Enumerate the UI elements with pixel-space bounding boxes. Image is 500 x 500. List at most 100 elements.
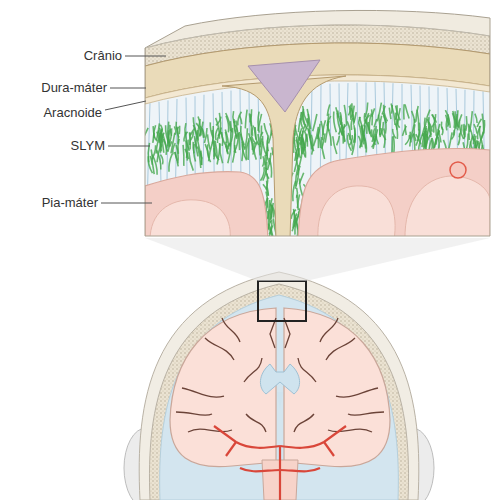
sulcus [188, 429, 232, 432]
fiber [245, 128, 247, 148]
fiber [263, 156, 264, 167]
fiber [353, 125, 355, 143]
meninges-block [144, 20, 490, 246]
fiber [403, 104, 405, 119]
fiber [337, 136, 340, 145]
fiber [200, 151, 202, 165]
fiber [424, 131, 426, 148]
fiber [405, 104, 409, 118]
fiber [384, 129, 385, 148]
fiber [479, 126, 481, 141]
fiber [254, 143, 256, 160]
meninges-block [145, 20, 490, 240]
fiber [313, 114, 317, 131]
leader-lines [110, 88, 146, 89]
fiber [448, 114, 449, 126]
leader-lines [101, 56, 166, 203]
meninges-block [144, 10, 490, 245]
artery [279, 446, 281, 500]
fiber [391, 105, 393, 114]
fiber [249, 113, 251, 126]
fiber [405, 135, 409, 145]
fiber [266, 152, 270, 164]
fiber [321, 137, 324, 159]
fiber [352, 103, 354, 122]
artery [226, 442, 236, 456]
fiber [296, 221, 298, 243]
fiber [317, 124, 320, 139]
fiber [238, 112, 242, 126]
fiber [250, 114, 253, 136]
artery [280, 468, 320, 471]
fiber [474, 124, 477, 134]
part-label: Aracnoide [43, 106, 102, 120]
sulcus [244, 358, 262, 382]
sulcus [222, 318, 240, 342]
fiber [236, 121, 237, 133]
zoom-funnel [145, 238, 490, 281]
fiber [333, 136, 337, 154]
fiber [412, 111, 416, 123]
fiber [252, 126, 253, 136]
sulcus [176, 412, 212, 415]
fiber [264, 155, 266, 170]
artery [280, 426, 346, 448]
meninges-block [450, 162, 466, 178]
fiber [328, 129, 331, 146]
brain [298, 148, 490, 240]
leader-lines [108, 146, 150, 147]
fiber [445, 110, 450, 128]
coronal-head-section [260, 364, 299, 394]
sulcus [298, 358, 316, 382]
fiber [204, 128, 207, 143]
fiber [432, 114, 436, 135]
fiber [389, 108, 391, 120]
gyrus [150, 200, 230, 240]
sulcus [328, 429, 372, 432]
meninges-block [145, 36, 490, 236]
fiber [179, 126, 181, 134]
fiber [234, 119, 237, 139]
sulcus [326, 338, 355, 360]
fiber [210, 122, 213, 137]
fiber [245, 110, 247, 129]
fiber [173, 143, 176, 154]
fiber [168, 130, 169, 146]
fiber [271, 205, 272, 219]
fiber [217, 133, 220, 143]
fiber [157, 144, 161, 163]
artery [240, 468, 280, 471]
sulcus [270, 318, 276, 348]
fiber [426, 128, 427, 148]
part-label: Dura-máter [41, 81, 107, 95]
fiber [266, 168, 269, 179]
gyrus [318, 186, 395, 240]
fiber [216, 128, 219, 140]
fiber [186, 140, 187, 160]
coronal-head-section [160, 295, 399, 500]
sulcus [182, 388, 224, 397]
fiber [397, 119, 399, 128]
artery [324, 442, 334, 456]
sulcus [284, 318, 290, 348]
fiber [152, 145, 156, 159]
fiber [226, 142, 228, 154]
part-label: SLYM [71, 139, 105, 153]
fiber [347, 121, 350, 139]
fiber [303, 112, 306, 129]
fiber [427, 119, 431, 137]
fiber [344, 105, 346, 126]
fiber [226, 113, 231, 131]
fiber [327, 114, 329, 126]
fiber [433, 124, 435, 133]
fiber [255, 127, 256, 139]
sulcus [348, 412, 384, 415]
fiber [240, 115, 242, 124]
fiber [371, 109, 373, 125]
gyrus [405, 176, 490, 240]
fiber [349, 105, 351, 120]
fiber [202, 129, 203, 138]
fiber [177, 127, 179, 144]
